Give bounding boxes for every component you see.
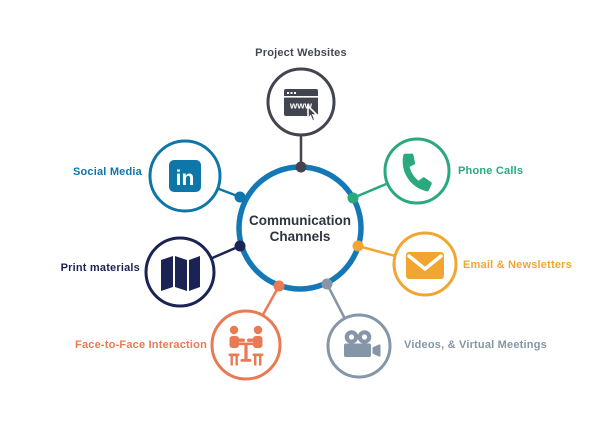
label-email-newsletters: Email & Newsletters <box>463 259 572 271</box>
anchor-dot-phone-calls <box>347 192 359 204</box>
folded-brochure-icon <box>161 256 200 291</box>
video-camera-icon <box>344 330 381 357</box>
anchor-dot-email-newsletters <box>352 240 364 252</box>
linkedin-in-text: in <box>176 167 195 190</box>
anchor-dot-social-media <box>234 191 246 203</box>
linkedin-icon: in <box>169 160 201 192</box>
anchor-dot-face-to-face <box>273 280 285 292</box>
label-phone-calls: Phone Calls <box>458 165 524 177</box>
label-videos: Videos, & Virtual Meetings <box>404 339 547 351</box>
label-social-media: Social Media <box>72 166 142 178</box>
label-print-materials: Print materials <box>60 262 140 274</box>
label-project-websites: Project Websites <box>255 47 347 59</box>
people-at-table-icon <box>228 325 264 366</box>
hub-anchor-dots <box>234 161 364 292</box>
www-text: www <box>289 101 313 112</box>
anchor-dot-project-websites <box>295 161 307 173</box>
anchor-dot-videos <box>321 278 333 290</box>
phone-handset-icon <box>402 153 432 192</box>
hub-label: Communication Channels <box>248 213 351 245</box>
cursor-arrow <box>307 104 320 123</box>
browser-www-icon: www <box>284 89 320 123</box>
anchor-dot-print-materials <box>234 240 246 252</box>
envelope-icon <box>406 252 444 279</box>
label-face-to-face: Face-to-Face Interaction <box>75 339 207 351</box>
node-circle-phone-calls <box>383 137 451 205</box>
